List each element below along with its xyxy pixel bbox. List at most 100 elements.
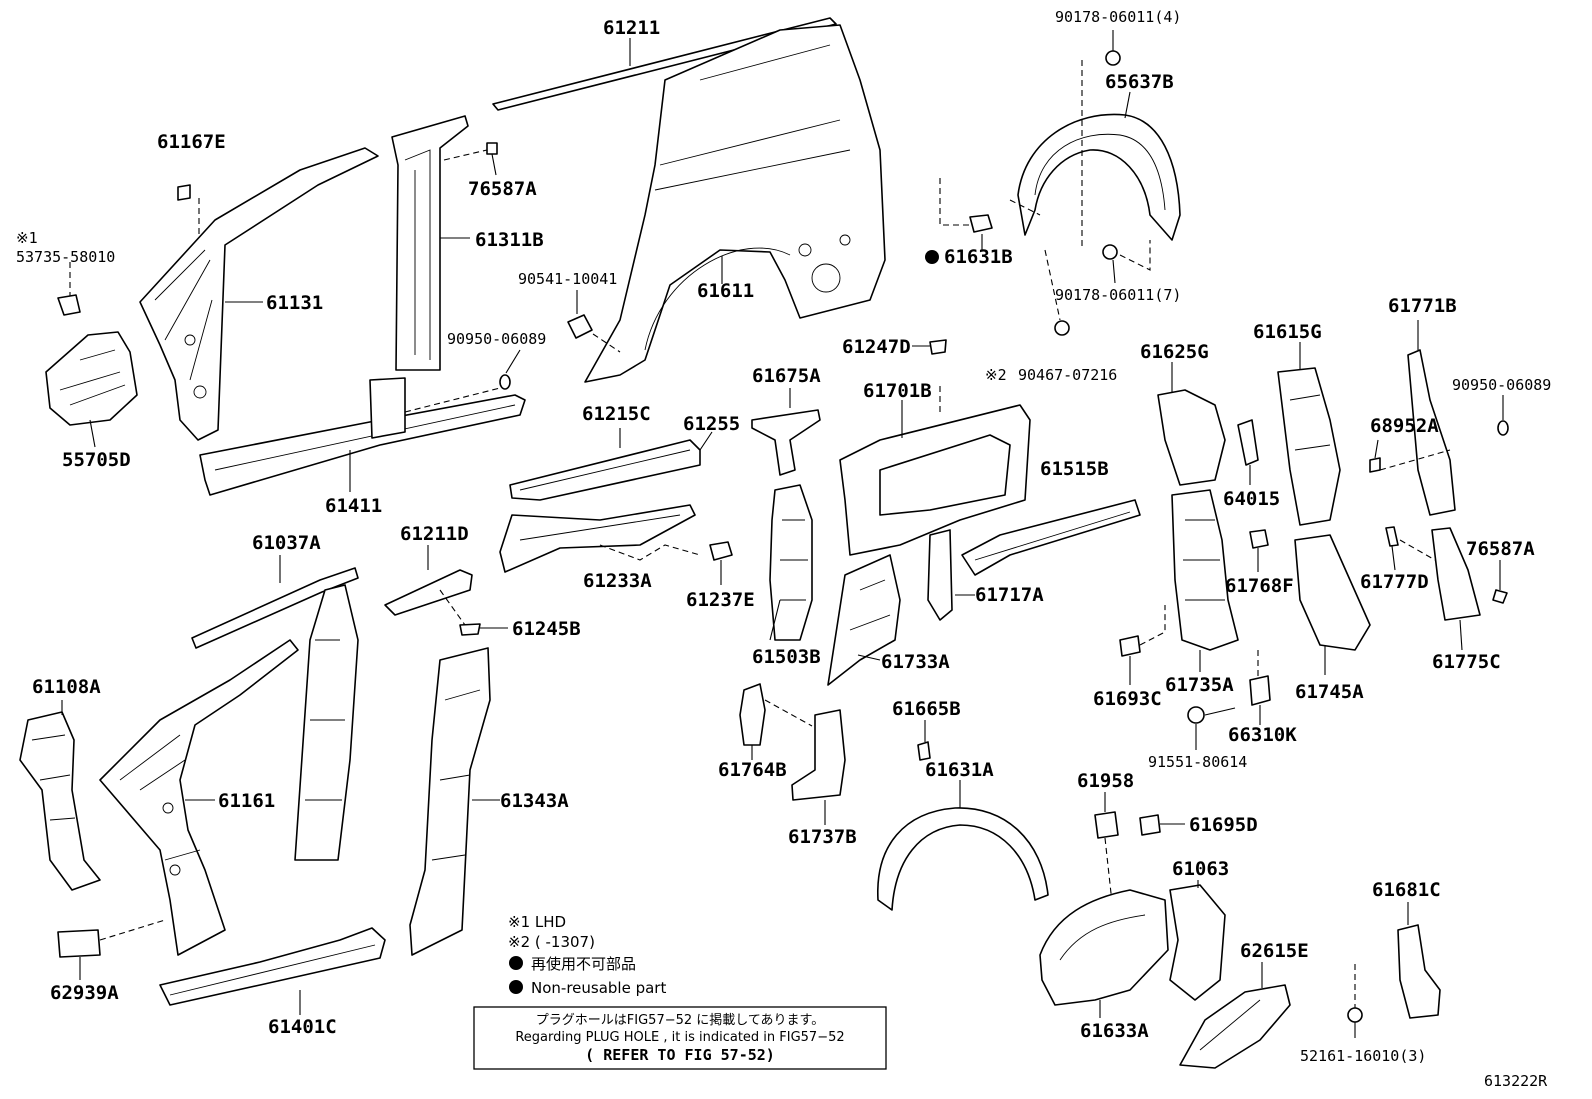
label-55705d[interactable]: 55705D <box>62 449 131 471</box>
label-61681c[interactable]: 61681C <box>1372 879 1441 901</box>
part-clip-61695d <box>1139 814 1185 836</box>
label-90178-06011-4[interactable]: 90178-06011(4) <box>1055 8 1181 26</box>
part-clip-68952a <box>1369 439 1381 473</box>
label-53735-58010[interactable]: 53735-58010 <box>16 248 115 266</box>
label-90467-07216[interactable]: 90467-07216 <box>1018 366 1117 384</box>
nonreusable-dot-61631b <box>925 250 939 264</box>
label-61958[interactable]: 61958 <box>1077 770 1134 792</box>
part-pillar-61311b <box>391 115 488 371</box>
label-61693c[interactable]: 61693C <box>1093 688 1162 710</box>
label-61633a[interactable]: 61633A <box>1080 1020 1149 1042</box>
label-65637b[interactable]: 65637B <box>1105 71 1174 93</box>
part-reinforcement-61503b <box>769 484 813 641</box>
label-62939a[interactable]: 62939A <box>50 982 119 1004</box>
label-61233a[interactable]: 61233A <box>583 570 652 592</box>
part-bracket-61737b <box>791 709 846 825</box>
part-stopper-90541 <box>567 290 621 353</box>
label-61037a[interactable]: 61037A <box>252 532 321 554</box>
label-61237e[interactable]: 61237E <box>686 589 755 611</box>
part-roof-side-rail-61211 <box>492 17 837 111</box>
label-61401c[interactable]: 61401C <box>268 1016 337 1038</box>
label-61411[interactable]: 61411 <box>325 495 382 517</box>
marker-ref2: ※2 <box>985 366 1007 384</box>
label-61665b[interactable]: 61665B <box>892 698 961 720</box>
label-61611[interactable]: 61611 <box>697 280 754 302</box>
label-61735a[interactable]: 61735A <box>1165 674 1234 696</box>
label-61771b[interactable]: 61771B <box>1388 295 1457 317</box>
legend-nonreusable-jp: 再使用不可部品 <box>531 955 636 973</box>
label-61311b[interactable]: 61311B <box>475 229 544 251</box>
part-bracket-64015 <box>1237 419 1259 485</box>
label-90950-06089-left[interactable]: 90950-06089 <box>447 330 546 348</box>
label-68952a[interactable]: 68952A <box>1370 415 1439 437</box>
part-pillar-centre-61037a <box>294 584 359 861</box>
part-clip-61631b <box>939 178 1041 250</box>
label-61631b[interactable]: 61631B <box>944 246 1013 268</box>
label-61764b[interactable]: 61764B <box>718 759 787 781</box>
label-61167e[interactable]: 61167E <box>157 131 226 153</box>
notice-jp: プラグホールはFIG57−52 に掲載してあります。 <box>536 1012 824 1028</box>
part-clip-76587a-right <box>1492 560 1508 604</box>
label-62615e[interactable]: 62615E <box>1240 940 1309 962</box>
label-61625g[interactable]: 61625G <box>1140 341 1209 363</box>
legend-nonreusable-en: Non-reusable part <box>531 979 666 997</box>
notice-en: Regarding PLUG HOLE , it is indicated in… <box>515 1030 844 1045</box>
label-61515b[interactable]: 61515B <box>1040 458 1109 480</box>
label-61255[interactable]: 61255 <box>683 413 740 435</box>
part-bracket-61211d <box>384 545 473 626</box>
label-61733a[interactable]: 61733A <box>881 651 950 673</box>
label-61675a[interactable]: 61675A <box>752 365 821 387</box>
label-61701b[interactable]: 61701B <box>863 380 932 402</box>
label-91551-80614[interactable]: 91551-80614 <box>1148 753 1247 771</box>
label-61615g[interactable]: 61615G <box>1253 321 1322 343</box>
part-plug-90950-right <box>1497 395 1509 436</box>
part-pillar-61771b <box>1379 320 1456 516</box>
part-rail-61515b <box>961 499 1141 576</box>
label-61745a[interactable]: 61745A <box>1295 681 1364 703</box>
part-pillar-61775c <box>1399 527 1481 651</box>
label-61631a[interactable]: 61631A <box>925 759 994 781</box>
legend-dot-en <box>509 980 523 994</box>
label-90541-10041[interactable]: 90541-10041 <box>518 270 617 288</box>
label-61717a[interactable]: 61717A <box>975 584 1044 606</box>
legend-note-lhd: ※1 LHD <box>508 913 566 931</box>
part-pillar-61343a <box>409 647 500 956</box>
plug-hole-notice: プラグホールはFIG57−52 に掲載してあります。 Regarding PLU… <box>473 1006 887 1070</box>
part-roof-rail-61037a <box>191 555 359 649</box>
label-90950-06089-right[interactable]: 90950-06089 <box>1452 376 1551 394</box>
part-bracket-53735-58010 <box>57 262 81 316</box>
label-64015[interactable]: 64015 <box>1223 488 1280 510</box>
part-clip-90178-top <box>1081 30 1121 250</box>
label-61247d[interactable]: 61247D <box>842 336 911 358</box>
label-61063[interactable]: 61063 <box>1172 858 1229 880</box>
part-clip-61768f <box>1249 529 1269 572</box>
label-61211d[interactable]: 61211D <box>400 523 469 545</box>
label-61215c[interactable]: 61215C <box>582 403 651 425</box>
label-61737b[interactable]: 61737B <box>788 826 857 848</box>
label-61211[interactable]: 61211 <box>603 17 660 39</box>
label-52161-16010[interactable]: 52161-16010(3) <box>1300 1047 1426 1065</box>
label-61695d[interactable]: 61695D <box>1189 814 1258 836</box>
label-90178-06011-7[interactable]: 90178-06011(7) <box>1055 286 1181 304</box>
label-61108a[interactable]: 61108A <box>32 676 101 698</box>
legend-dot-jp <box>509 956 523 970</box>
label-66310k[interactable]: 66310K <box>1228 724 1297 746</box>
part-wheel-arch-61631a <box>877 780 1049 911</box>
part-pad-62939a <box>57 919 166 980</box>
label-61768f[interactable]: 61768F <box>1225 575 1294 597</box>
label-61161[interactable]: 61161 <box>218 790 275 812</box>
part-labels: 61211 61167E 76587A 61311B ※1 53735-5801… <box>16 8 1551 1065</box>
label-61343a[interactable]: 61343A <box>500 790 569 812</box>
diagram-code: 613222R <box>1484 1072 1548 1090</box>
label-61777d[interactable]: 61777D <box>1360 571 1429 593</box>
label-76587a-right[interactable]: 76587A <box>1466 538 1535 560</box>
label-61775c[interactable]: 61775C <box>1432 651 1501 673</box>
label-61503b[interactable]: 61503B <box>752 646 821 668</box>
label-61131[interactable]: 61131 <box>266 292 323 314</box>
part-pillar-61735a <box>1171 489 1239 672</box>
part-clip-61665b <box>917 720 931 761</box>
label-76587a-top[interactable]: 76587A <box>468 178 537 200</box>
label-61245b[interactable]: 61245B <box>512 618 581 640</box>
notice-refer: ( REFER TO FIG 57-52) <box>585 1046 775 1064</box>
